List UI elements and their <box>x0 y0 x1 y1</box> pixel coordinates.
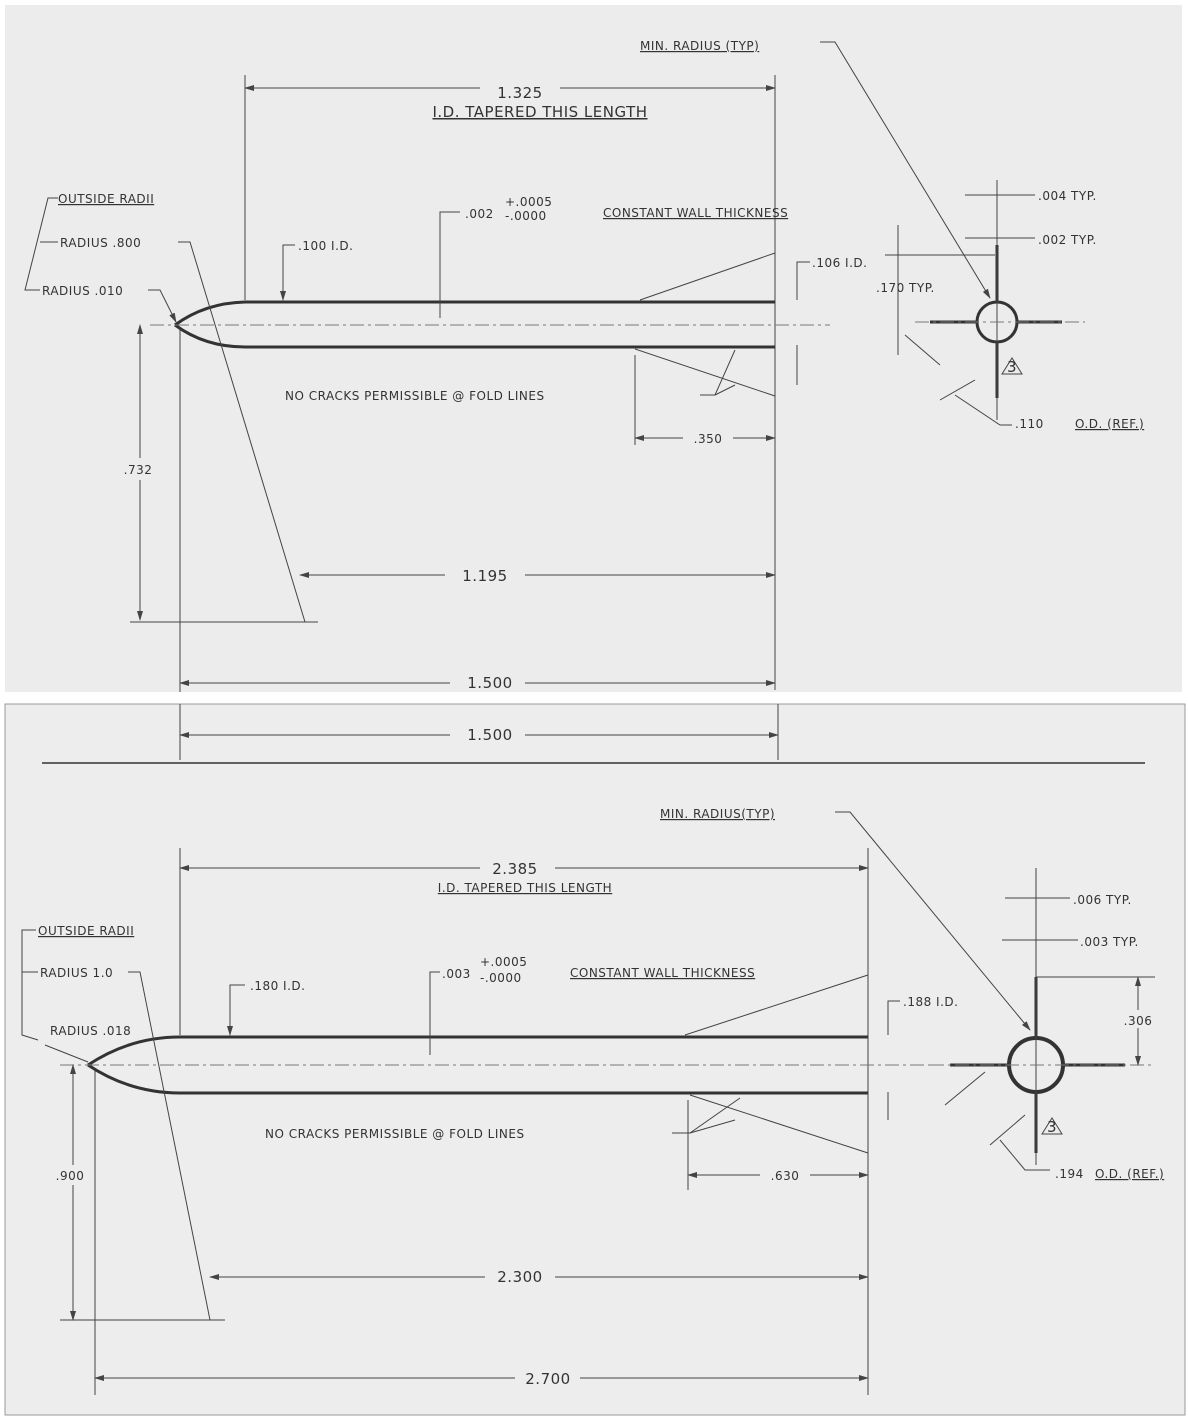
no-cracks-note: NO CRACKS PERMISSIBLE @ FOLD LINES <box>285 389 545 403</box>
wall-thickness-note: CONSTANT WALL THICKNESS <box>603 206 788 220</box>
height-label: .732 <box>124 463 153 477</box>
wall-thickness-value-2: .003 <box>442 967 471 981</box>
min-radius-label: MIN. RADIUS (TYP) <box>640 39 759 53</box>
od-label: .110 <box>1015 417 1044 431</box>
od-ref-label-2: O.D. (REF.) <box>1095 1167 1164 1181</box>
length-a-label: 1.195 <box>462 567 507 585</box>
wall-thickness-value: .002 <box>465 207 494 221</box>
cross-section-bottom: MIN. RADIUS(TYP) .006 TYP. .003 TYP. .30… <box>660 807 1164 1181</box>
total-length-label-2: 2.700 <box>525 1370 570 1388</box>
tolerance-minus: -.0000 <box>505 209 547 223</box>
wall-thickness-note-2: CONSTANT WALL THICKNESS <box>570 966 755 980</box>
taper-length-label: 1.325 <box>497 84 542 102</box>
radius-large-label: RADIUS .800 <box>60 236 141 250</box>
fin-bottom <box>634 348 776 397</box>
wall-typ-label: .002 TYP. <box>1038 233 1097 247</box>
height-label-2: .900 <box>56 1169 85 1183</box>
bottom-panel: 1.500 2.385 I.D. TAPERED THIS LENGTH OUT… <box>4 703 1186 1416</box>
outside-radii-label-2: OUTSIDE RADII <box>38 924 134 938</box>
inner-id-label-2: .180 I.D. <box>250 979 305 993</box>
taper-length-label-2: 2.385 <box>492 860 537 878</box>
no-cracks-note-2: NO CRACKS PERMISSIBLE @ FOLD LINES <box>265 1127 525 1141</box>
radius-small-label-2: RADIUS .018 <box>50 1024 131 1038</box>
outside-radii-label: OUTSIDE RADII <box>58 192 154 206</box>
fin-bottom-2 <box>689 1094 869 1154</box>
fin-thickness-label-2: .006 TYP. <box>1073 893 1132 907</box>
cross-section-top: MIN. RADIUS (TYP) .004 TYP. .002 TYP. .1… <box>640 39 1144 431</box>
tube-top-wall <box>174 300 775 327</box>
od-ref-label: O.D. (REF.) <box>1075 417 1144 431</box>
min-radius-label-2: MIN. RADIUS(TYP) <box>660 807 775 821</box>
taper-note: I.D. TAPERED THIS LENGTH <box>432 103 647 121</box>
total-length-label: 1.500 <box>467 674 512 692</box>
tolerance-minus-2: -.0000 <box>480 971 522 985</box>
tube-bottom-wall-2 <box>87 1063 868 1095</box>
radius-small-label: RADIUS .010 <box>42 284 123 298</box>
outer-id-label: .106 I.D. <box>812 256 867 270</box>
tolerance-plus: +.0005 <box>505 195 552 209</box>
inner-id-label: .100 I.D. <box>298 239 353 253</box>
fin-length-label-2: .630 <box>771 1169 800 1183</box>
tube-bottom-wall <box>174 323 775 349</box>
length-a-label-2: 2.300 <box>497 1268 542 1286</box>
fin-length-label: .350 <box>694 432 723 446</box>
fin-top <box>639 252 776 301</box>
tube-top-wall-2 <box>87 1035 868 1067</box>
top-panel: 1.325 I.D. TAPERED THIS LENGTH OUTSIDE R… <box>5 5 1182 692</box>
note-symbol-2: 3 <box>1047 1118 1057 1136</box>
fin-thickness-label: .004 TYP. <box>1038 189 1097 203</box>
fin-top-2 <box>684 974 869 1036</box>
radius-large-label-2: RADIUS 1.0 <box>40 966 113 980</box>
total-length-repeat-label: 1.500 <box>467 726 512 744</box>
taper-note-2: I.D. TAPERED THIS LENGTH <box>438 881 612 895</box>
od-label-2: .194 <box>1055 1167 1084 1181</box>
outer-id-label-2: .188 I.D. <box>903 995 958 1009</box>
tolerance-plus-2: +.0005 <box>480 955 527 969</box>
wall-typ-label-2: .003 TYP. <box>1080 935 1139 949</box>
fin-span-label: .170 TYP. <box>876 281 935 295</box>
note-symbol: 3 <box>1007 358 1017 376</box>
fin-span-label-2: .306 <box>1124 1014 1153 1028</box>
